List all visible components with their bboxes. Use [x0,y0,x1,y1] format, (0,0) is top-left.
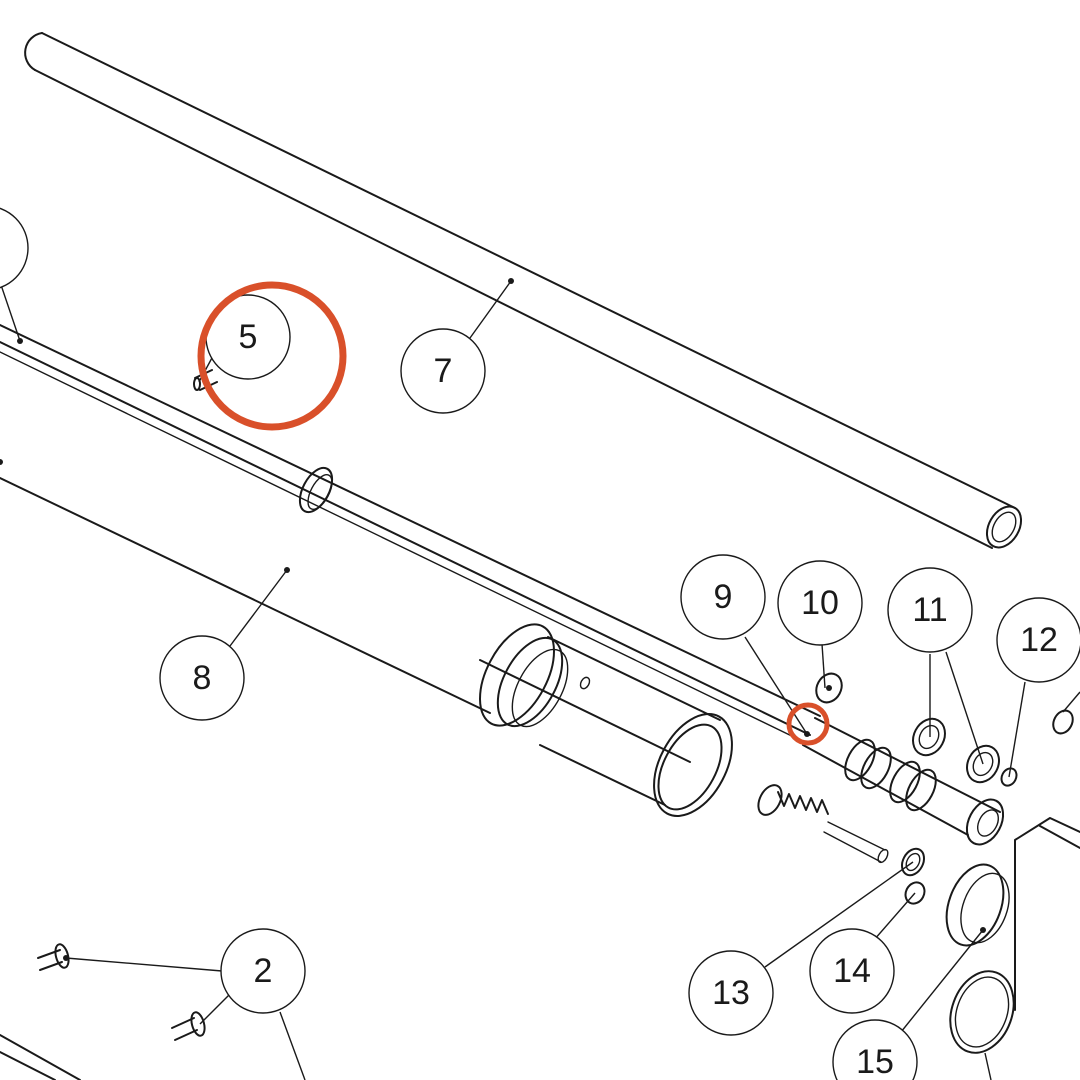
leader-lines [0,278,1080,1080]
callout-10-label: 10 [801,584,839,622]
callout-2: 2 [220,928,306,1014]
callout-2-label: 2 [254,952,273,990]
callout-7-label: 7 [434,352,453,390]
part-10-washer [815,672,843,704]
callout-8: 8 [159,635,245,721]
valve-spring-pin [757,784,889,864]
barrel-rod [0,324,821,741]
part-15-block [945,817,1080,1054]
callout-10: 10 [777,560,863,646]
callout-15-label: 15 [856,1043,894,1080]
callout-5-label: 5 [239,318,258,356]
highlight-ring-part-5 [197,281,347,431]
callout-11-label: 11 [912,591,947,629]
callout-13: 13 [688,950,774,1036]
callout-9-label: 9 [714,578,733,616]
callout-12: 12 [996,597,1080,683]
part-2-screws [37,943,206,1041]
callout-14: 14 [809,928,895,1014]
part-7-tube [24,32,1023,549]
callout-15: 15 [832,1019,918,1080]
callout-partial-left [0,207,29,289]
callout-9: 9 [680,554,766,640]
highlight-ring-part-9 [786,702,830,746]
callout-12-label: 12 [1020,621,1058,659]
callout-14-label: 14 [833,952,871,990]
part-8-housing [0,477,733,817]
part-13-nut [900,847,926,877]
part-12-ring [1000,709,1074,787]
callout-11: 11 [887,567,973,653]
part-9-valve-body [802,717,1005,846]
callout-8-label: 8 [193,659,212,697]
part-14-seal [904,881,926,905]
callout-7: 7 [400,328,486,414]
lower-rail [0,1034,81,1080]
callout-13-label: 13 [712,974,750,1012]
part-11-washers [912,717,1000,784]
callout-5: 5 [205,294,291,380]
